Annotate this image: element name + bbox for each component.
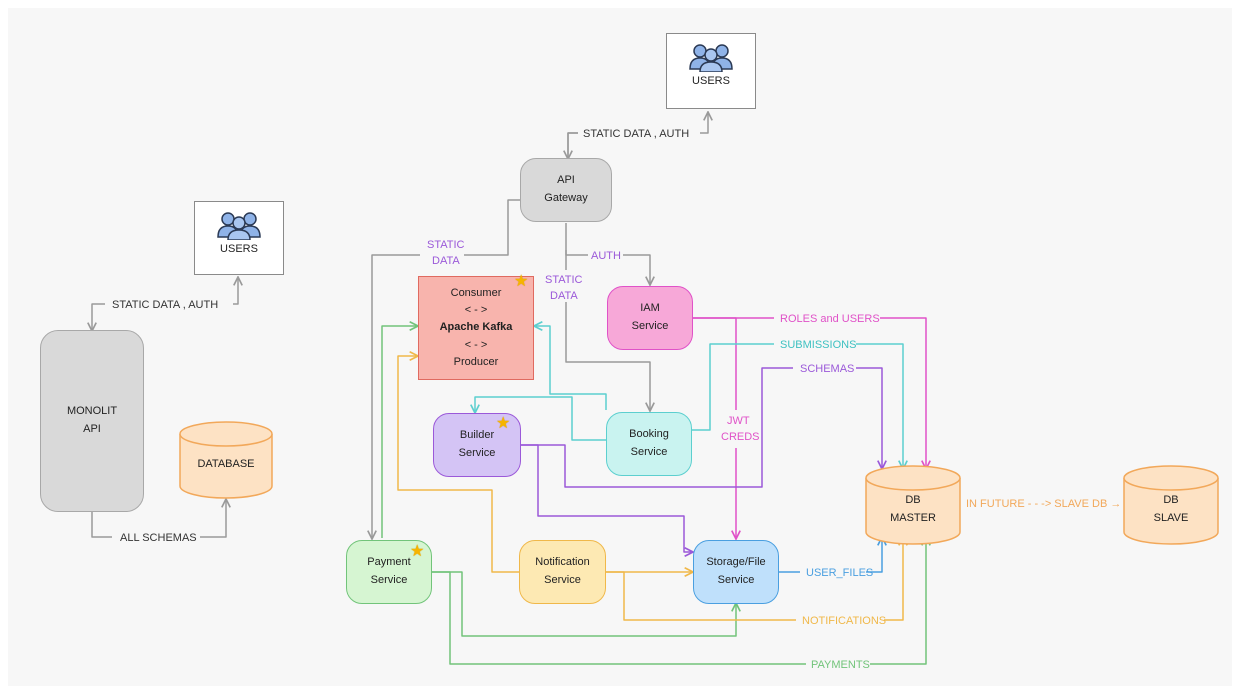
edge-users-gateway <box>568 132 578 158</box>
iam-service-node[interactable]: IAM Service <box>607 286 693 350</box>
builder-line1: Builder <box>459 429 495 442</box>
star-icon: ★ <box>496 415 511 432</box>
edge-storage-dbmaster <box>778 538 882 573</box>
storage-service-node[interactable]: Storage/File Service <box>693 540 779 604</box>
monolith-api-node[interactable]: MONOLIT API <box>40 330 144 512</box>
edge-label-roles-users: ROLES and USERS <box>780 313 880 325</box>
edge-label-jwt: JWT <box>727 415 750 427</box>
users-top-node[interactable]: USERS <box>666 33 756 109</box>
edge-label-static-2b: DATA <box>550 290 578 302</box>
edge-label-creds: CREDS <box>721 431 760 443</box>
edge-label-static-2a: STATIC <box>545 274 583 286</box>
builder-service-node[interactable]: Builder Service <box>433 413 521 477</box>
edge-label-static-auth-top: STATIC DATA , AUTH <box>583 128 689 140</box>
payment-line2: Service <box>370 574 408 586</box>
edge-gateway-iam <box>565 223 650 284</box>
edge-payment-storage <box>432 571 736 637</box>
edge-label-auth: AUTH <box>591 250 621 262</box>
users-top-label: USERS <box>692 75 730 87</box>
db-slave-line1: DB <box>1163 494 1179 506</box>
payment-line1: Payment <box>367 556 411 569</box>
edge-label-user-files: USER_FILES <box>806 567 873 579</box>
api-gateway-line2: Gateway <box>544 192 588 204</box>
notification-service-node[interactable]: Notification Service <box>519 540 606 604</box>
database-label: DATABASE <box>197 458 255 470</box>
kafka-title: Apache Kafka <box>439 321 513 334</box>
db-slave-line2: SLAVE <box>1153 511 1189 524</box>
edge-label-all-schemas: ALL SCHEMAS <box>120 532 197 544</box>
edge-gateway-booking <box>565 250 650 410</box>
edge-label-in-future: IN FUTURE - - -> SLAVE DB → <box>966 498 1121 510</box>
edge-iam-storage <box>692 317 736 538</box>
iam-line2: Service <box>631 320 669 332</box>
star-icon: ★ <box>410 543 425 560</box>
edge-users-monolith <box>92 303 105 330</box>
database-cylinder <box>179 421 273 499</box>
edge-gateway-payment <box>372 199 520 538</box>
kafka-node[interactable]: Consumer < - > Apache Kafka < - > Produc… <box>418 276 534 380</box>
edge-label-payments: PAYMENTS <box>811 659 870 671</box>
edge-booking-kafka <box>535 326 607 410</box>
booking-line1: Booking <box>629 428 669 441</box>
database-node[interactable]: DATABASE <box>180 456 272 474</box>
users-left-label: USERS <box>220 243 258 255</box>
edge-booking-builder <box>475 396 606 441</box>
monolith-line2: API <box>83 423 101 435</box>
iam-line1: IAM <box>640 302 660 315</box>
notification-line2: Service <box>544 574 581 586</box>
builder-line2: Service <box>458 447 496 459</box>
edge-notification-kafka <box>397 356 519 573</box>
edge-label-static-1a: STATIC <box>427 239 465 251</box>
edge-label-submissions: SUBMISSIONS <box>780 339 856 351</box>
edge-monolith-users <box>233 278 238 305</box>
users-group-icon <box>217 212 261 240</box>
payment-service-node[interactable]: Payment Service <box>346 540 432 604</box>
db-slave-node[interactable]: DB SLAVE <box>1124 492 1218 527</box>
kafka-producer: Producer <box>453 355 499 368</box>
edge-monolith-db <box>91 500 226 538</box>
users-group-icon <box>689 44 733 72</box>
db-master-cylinder <box>865 465 961 545</box>
edge-label-static-auth-left: STATIC DATA , AUTH <box>112 299 218 311</box>
edge-label-schemas: SCHEMAS <box>800 363 854 375</box>
db-master-line1: DB <box>905 494 921 506</box>
notification-line1: Notification <box>535 556 590 569</box>
edge-notification-dbmaster <box>606 538 903 621</box>
db-master-node[interactable]: DB MASTER <box>866 492 960 527</box>
api-gateway-line1: API <box>557 174 575 187</box>
edge-booking-dbmaster <box>692 343 903 468</box>
edge-builder-dbmaster <box>521 367 882 488</box>
monolith-line1: MONOLIT <box>66 405 118 418</box>
edge-label-static-1b: DATA <box>432 255 460 267</box>
booking-service-node[interactable]: Booking Service <box>606 412 692 476</box>
booking-line2: Service <box>630 446 668 458</box>
edge-payment-kafka <box>381 326 417 538</box>
star-icon: ★ <box>514 273 529 290</box>
edge-payment-dbmaster <box>432 538 926 665</box>
users-left-node[interactable]: USERS <box>194 201 284 275</box>
edge-label-notifications: NOTIFICATIONS <box>802 615 886 627</box>
kafka-arrow-2: < - > <box>464 338 488 351</box>
storage-line1: Storage/File <box>706 556 766 569</box>
kafka-arrow-1: < - > <box>464 304 488 317</box>
db-slave-cylinder <box>1123 465 1219 545</box>
api-gateway-node[interactable]: API Gateway <box>520 158 612 222</box>
edge-builder-storage <box>521 444 692 552</box>
db-master-line2: MASTER <box>890 511 936 524</box>
storage-line2: Service <box>717 574 755 586</box>
kafka-consumer: Consumer <box>450 287 502 300</box>
